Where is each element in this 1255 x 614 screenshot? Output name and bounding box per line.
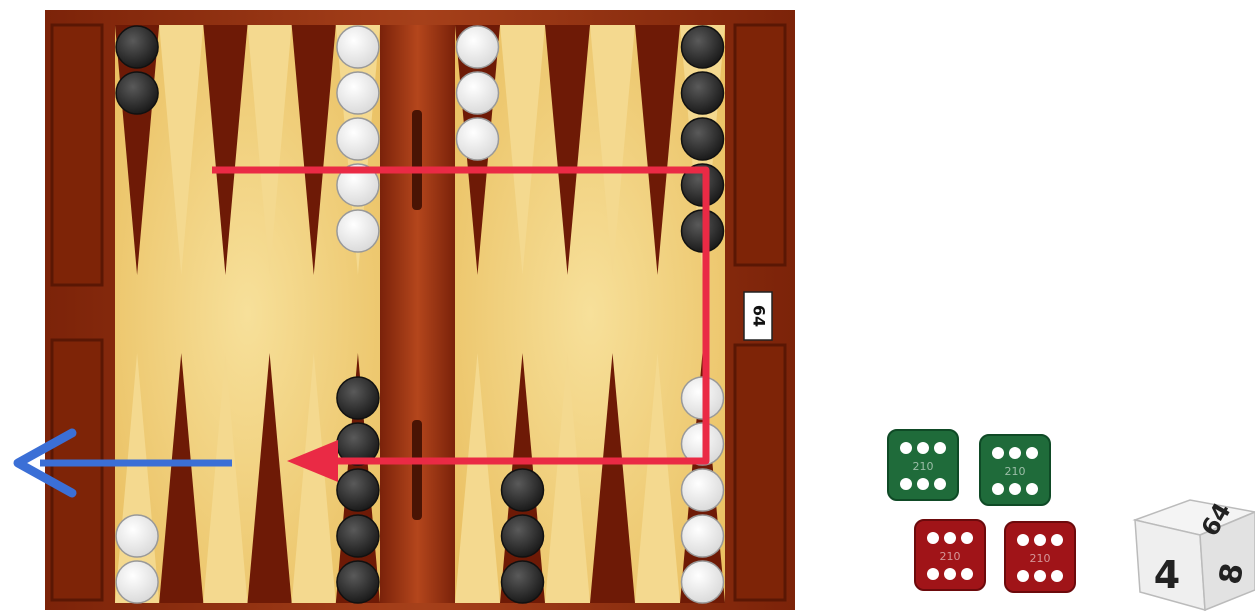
white-checker[interactable] (337, 210, 379, 252)
die-pip (944, 532, 956, 544)
die-engraving: 210 (1030, 552, 1051, 565)
white-checker[interactable] (682, 515, 724, 557)
bar-slot-bottom (412, 420, 422, 520)
die-pip (944, 568, 956, 580)
left-play-area (115, 25, 380, 603)
black-checker[interactable] (502, 515, 544, 557)
die-pip (900, 442, 912, 454)
die-pip (1051, 534, 1063, 546)
black-checker[interactable] (116, 72, 158, 114)
green-die: 210 (980, 435, 1050, 505)
die-pip (1026, 447, 1038, 459)
die-pip (934, 478, 946, 490)
white-checker[interactable] (682, 561, 724, 603)
black-checker[interactable] (337, 515, 379, 557)
die-engraving: 210 (913, 460, 934, 473)
black-checker[interactable] (682, 72, 724, 114)
die-pip (917, 478, 929, 490)
die-pip (927, 568, 939, 580)
red-die: 210 (1005, 522, 1075, 592)
die-pip (1026, 483, 1038, 495)
die-pip (1034, 534, 1046, 546)
doubling-cube-value: 64 (750, 305, 769, 327)
black-checker[interactable] (116, 26, 158, 68)
red-die: 210 (915, 520, 985, 590)
die-pip (1009, 447, 1021, 459)
right-tray-bottom (735, 345, 785, 600)
white-checker[interactable] (116, 515, 158, 557)
die-pip (1034, 570, 1046, 582)
cube-front-value: 4 (1154, 553, 1180, 597)
white-checker[interactable] (116, 561, 158, 603)
doubling-cube-on-board[interactable]: 64 (744, 292, 772, 340)
die-pip (900, 478, 912, 490)
dice-group: 210 210 210 210 (888, 430, 1075, 592)
die-engraving: 210 (1005, 465, 1026, 478)
black-checker[interactable] (502, 469, 544, 511)
die-pip (992, 447, 1004, 459)
black-checker[interactable] (337, 469, 379, 511)
die-pip (961, 532, 973, 544)
white-checker[interactable] (457, 72, 499, 114)
die-pip (1017, 570, 1029, 582)
die-pip (961, 568, 973, 580)
black-checker[interactable] (682, 26, 724, 68)
white-checker[interactable] (337, 26, 379, 68)
white-checker[interactable] (457, 26, 499, 68)
die-pip (992, 483, 1004, 495)
left-tray-top (52, 25, 102, 285)
black-checker[interactable] (337, 561, 379, 603)
die-pip (917, 442, 929, 454)
green-die: 210 (888, 430, 958, 500)
left-tray-bottom (52, 340, 102, 600)
bar-slot-top (412, 110, 422, 210)
black-checker[interactable] (337, 377, 379, 419)
white-checker[interactable] (457, 118, 499, 160)
white-checker[interactable] (337, 72, 379, 114)
die-engraving: 210 (940, 550, 961, 563)
die-pip (1017, 534, 1029, 546)
black-checker[interactable] (682, 118, 724, 160)
right-tray-top (735, 25, 785, 265)
die-pip (927, 532, 939, 544)
doubling-cube-large: 64 4 8 (1135, 498, 1255, 610)
die-pip (1009, 483, 1021, 495)
black-checker[interactable] (502, 561, 544, 603)
die-pip (934, 442, 946, 454)
right-play-area (455, 25, 725, 603)
white-checker[interactable] (682, 469, 724, 511)
white-checker[interactable] (337, 118, 379, 160)
die-pip (1051, 570, 1063, 582)
